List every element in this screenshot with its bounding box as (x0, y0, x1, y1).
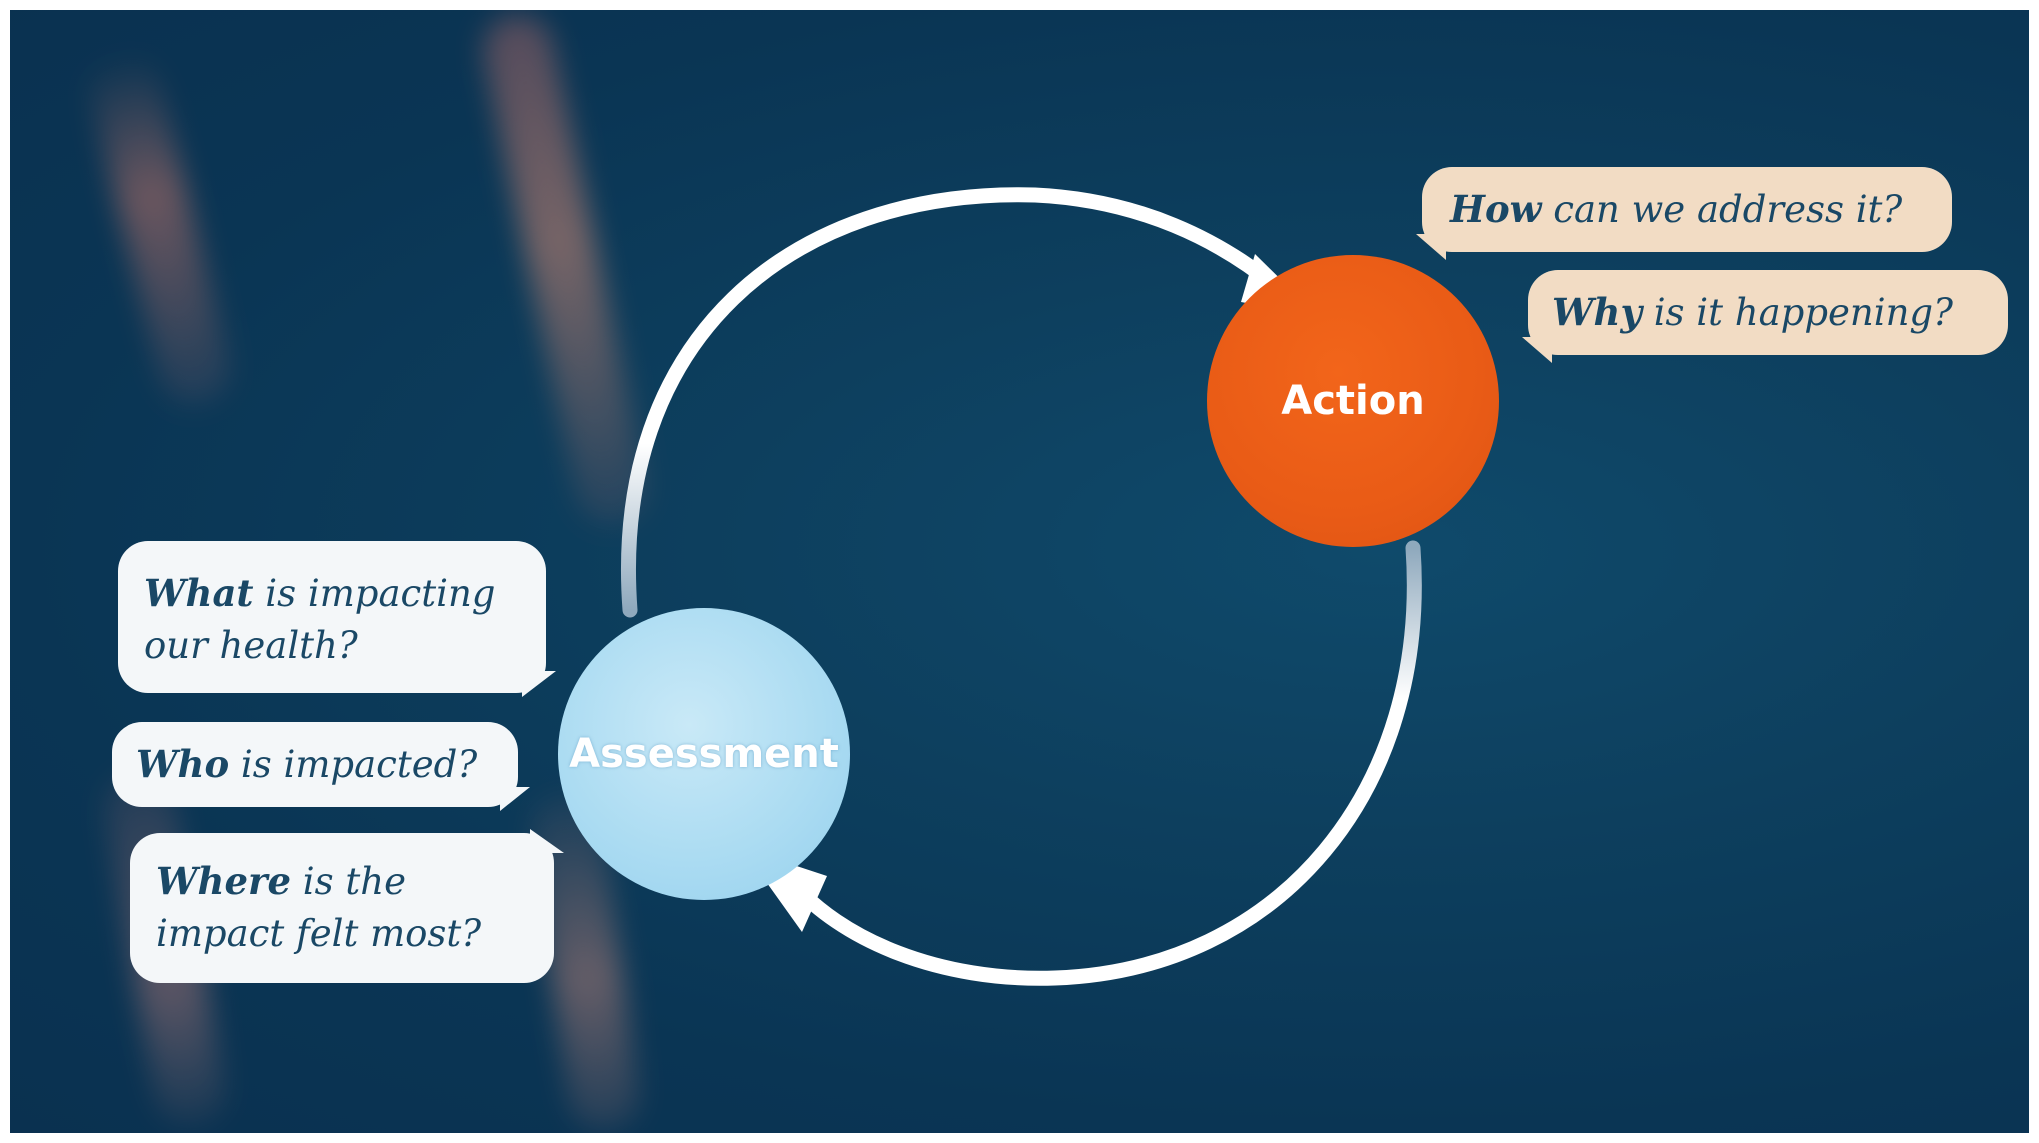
question-bubble-what: What is impacting our health? (118, 541, 556, 697)
question-lead: How (1450, 187, 1542, 231)
question-lead: Who (136, 742, 230, 786)
question-bubble-why: Why is it happening? (1522, 270, 2008, 363)
question-rest: is it happening? (1641, 291, 1953, 334)
question-rest: is impacted? (229, 743, 478, 786)
question-bubble-who: Who is impacted? (112, 722, 530, 811)
question-lead: What (144, 571, 254, 615)
question-lead: Where (156, 859, 292, 903)
question-bubble-how: How can we address it? (1416, 167, 1952, 260)
assessment-node: Assessment (558, 608, 850, 900)
question-rest: is impacting (253, 572, 496, 615)
question-rest-line2: impact felt most? (156, 912, 482, 955)
action-label: Action (1281, 378, 1425, 424)
cycle-arrow-to-action-icon (621, 187, 1286, 618)
question-rest: can we address it? (1541, 188, 1903, 231)
question-bubble-where: Where is the impact felt most? (130, 829, 564, 983)
diagram-slide: Action Assessment How can we address it?… (10, 10, 2029, 1133)
cycle-arrow-to-assessment-icon (782, 540, 1422, 986)
question-rest-line2: our health? (144, 624, 358, 667)
question-rest: is the (291, 860, 406, 903)
assessment-label: Assessment (569, 731, 839, 777)
action-node: Action (1207, 255, 1499, 547)
question-lead: Why (1552, 290, 1642, 334)
